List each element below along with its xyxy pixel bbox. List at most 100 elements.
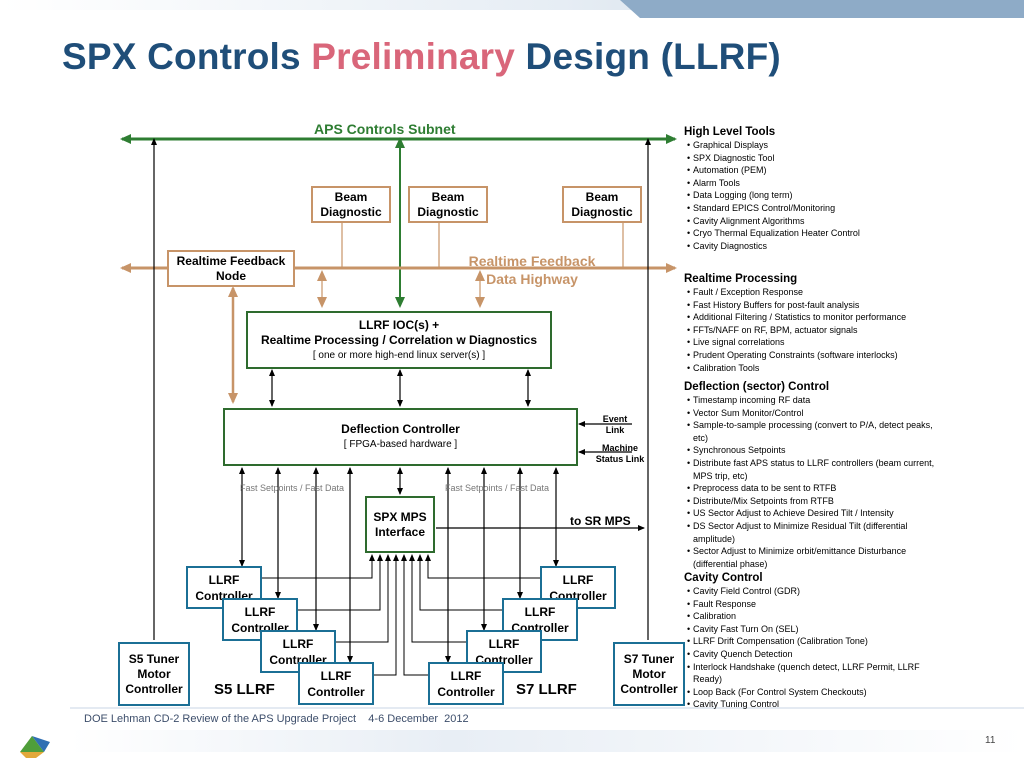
list-item: •Additional Filtering / Statistics to mo… <box>687 312 907 323</box>
list-item: •Loop Back (For Control System Checkouts… <box>687 686 867 697</box>
realtime-processing-section: Realtime Processing •Fault / Exception R… <box>684 272 944 374</box>
list-item: •Sector Adjust to Minimize orbit/emittan… <box>687 546 907 569</box>
list-item: •SPX Diagnostic Tool <box>687 152 775 163</box>
list-item: •Live signal correlations <box>687 337 785 348</box>
list-item: •Cavity Fast Turn On (SEL) <box>687 623 799 634</box>
header-decoration <box>0 0 1024 18</box>
realtime-highway-label: Realtime Feedback Data Highway <box>452 252 612 288</box>
list-item: •Alarm Tools <box>687 177 740 188</box>
section-heading: Deflection (sector) Control <box>684 381 830 393</box>
s5-tuner-line3: Controller <box>125 681 183 696</box>
list-item: •Prudent Operating Constraints (software… <box>687 349 898 360</box>
section-heading: Cavity Control <box>684 572 763 584</box>
high-level-tools-section: High Level Tools •Graphical Displays •SP… <box>684 125 934 252</box>
section-heading: Realtime Processing <box>684 273 798 285</box>
mps-line2: Interface <box>374 524 426 539</box>
ioc-line1: LLRF IOC(s) + <box>358 317 440 332</box>
llrf-ctrl-line2: Controller <box>437 685 495 699</box>
list-item: •Cavity Diagnostics <box>687 240 768 251</box>
s7-tuner-line2: Motor <box>632 666 666 681</box>
machine-link-line1: Machine <box>601 443 638 453</box>
deflection-control-section: Deflection (sector) Control •Timestamp i… <box>684 380 942 570</box>
aps-subnet-label: APS Controls Subnet <box>314 121 456 137</box>
rt-highway-line2: Data Highway <box>486 271 578 287</box>
rt-node-line2: Node <box>216 268 246 283</box>
list-item: •Cavity Quench Detection <box>687 648 793 659</box>
s7-tuner-line3: Controller <box>620 681 678 696</box>
page-number: 11 <box>985 735 996 746</box>
s7-llrf-label: S7 LLRF <box>516 681 577 698</box>
llrf-ctrl-line1: LLRF <box>208 573 240 587</box>
beam-diag-line1: Beam <box>334 189 368 204</box>
ioc-sub: [ one or more high-end linux server(s) ] <box>312 349 486 361</box>
list-item: •Calibration Tools <box>687 362 760 373</box>
list-item: •Fast History Buffers for post-fault ana… <box>687 299 860 310</box>
list-item: •Sample-to-sample processing (convert to… <box>687 420 933 443</box>
cavity-control-section: Cavity Control •Cavity Field Control (GD… <box>684 571 942 711</box>
list-item: •Vector Sum Monitor/Control <box>687 407 804 418</box>
title-part-1: SPX Controls <box>62 36 312 77</box>
beam-diag-line2: Diagnostic <box>571 204 633 219</box>
list-item: •Fault / Exception Response <box>687 287 804 297</box>
list-item: •Fault Response <box>687 598 757 609</box>
beam-diag-line1: Beam <box>431 189 465 204</box>
footer-decoration <box>20 707 1024 758</box>
llrf-ctrl-line1: LLRF <box>450 669 482 683</box>
footer-text: DOE Lehman CD-2 Review of the APS Upgrad… <box>84 713 469 725</box>
list-item: •US Sector Adjust to Achieve Desired Til… <box>687 508 894 519</box>
list-item: •Distribute fast APS status to LLRF cont… <box>687 457 935 481</box>
s5-llrf-label: S5 LLRF <box>214 681 275 698</box>
list-item: •DS Sector Adjust to Minimize Residual T… <box>687 520 908 544</box>
machine-link-line2: Status Link <box>595 454 645 464</box>
list-item: •Automation (PEM) <box>687 165 767 176</box>
list-item: •Timestamp incoming RF data <box>687 395 811 405</box>
slide-title: SPX Controls Preliminary Design (LLRF) <box>62 36 781 78</box>
title-highlight: Preliminary <box>311 36 516 77</box>
list-item: •Calibration <box>687 611 737 622</box>
llrf-ctrl-line1: LLRF <box>244 605 276 619</box>
beam-diag-line2: Diagnostic <box>320 204 382 219</box>
list-item: •Preprocess data to be sent to RTFB <box>687 483 837 494</box>
s5-tuner-line1: S5 Tuner <box>128 651 180 666</box>
llrf-controller: LLRF Controller <box>298 662 374 705</box>
rt-highway-line1: Realtime Feedback <box>468 253 596 269</box>
beam-diag-line1: Beam <box>585 189 619 204</box>
argonne-logo-icon <box>20 736 50 758</box>
event-link-line2: Link <box>605 425 625 435</box>
llrf-ctrl-line1: LLRF <box>320 669 352 683</box>
list-item: •Standard EPICS Control/Monitoring <box>687 202 836 213</box>
section-heading: High Level Tools <box>684 126 776 138</box>
list-item: •Graphical Displays <box>687 140 769 150</box>
list-item: •Cavity Alignment Algorithms <box>687 215 805 226</box>
list-item: •Cryo Thermal Equalization Heater Contro… <box>687 228 860 239</box>
defl-title: Deflection Controller <box>341 422 460 436</box>
rt-node-line1: Realtime Feedback <box>176 253 286 268</box>
mps-line1: SPX MPS <box>373 509 427 524</box>
llrf-ctrl-line1: LLRF <box>524 605 556 619</box>
list-item: •Distribute/Mix Setpoints from RTFB <box>687 495 834 506</box>
ioc-line2: Realtime Processing / Correlation w Diag… <box>260 332 538 347</box>
list-item: •LLRF Drift Compensation (Calibration To… <box>687 636 868 647</box>
list-item: •FFTs/NAFF on RF, BPM, actuator signals <box>687 324 858 335</box>
list-item: •Data Logging (long term) <box>687 190 793 201</box>
llrf-ctrl-line2: Controller <box>307 685 365 699</box>
event-link-line1: Event <box>602 414 628 424</box>
llrf-ctrl-line1: LLRF <box>562 573 594 587</box>
list-item: •Interlock Handshake (quench detect, LLR… <box>687 661 920 685</box>
to-sr-mps-label: to SR MPS <box>570 514 631 528</box>
fast-setpoints-label-right: Fast Setpoints / Fast Data <box>445 483 550 493</box>
list-item: •Synchronous Setpoints <box>687 445 786 456</box>
s7-tuner-line1: S7 Tuner <box>623 651 675 666</box>
llrf-ioc-box: LLRF IOC(s) + Realtime Processing / Corr… <box>246 311 552 369</box>
llrf-controller: LLRF Controller <box>428 662 504 705</box>
deflection-controller-box: Deflection Controller [ FPGA-based hardw… <box>223 408 578 466</box>
